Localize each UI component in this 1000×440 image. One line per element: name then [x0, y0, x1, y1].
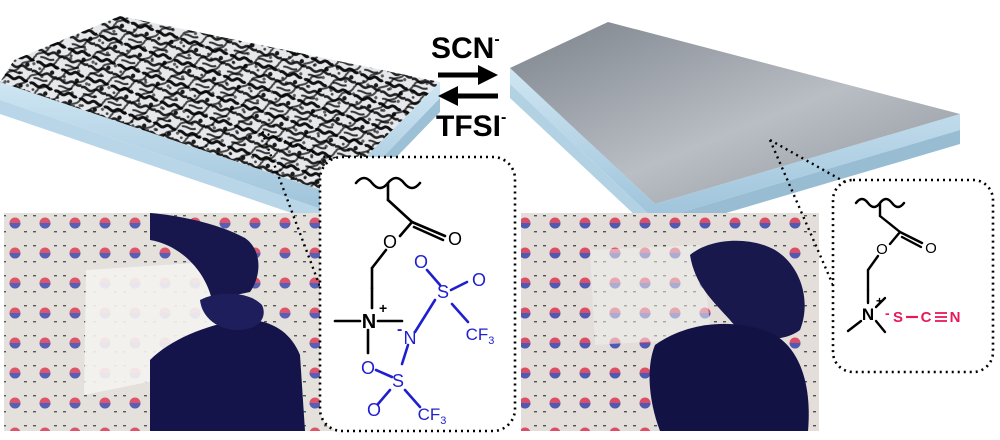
tfsi-cf3-bottom: CF3: [418, 405, 447, 427]
tfsi-carbonyl-oxygen: O: [448, 229, 462, 249]
scn-thiocyanate-sulfur: S: [893, 309, 903, 326]
porous-film: [0, 16, 440, 226]
callout-tfsi: O O N + S O O CF3 N - S O O CF3: [318, 155, 517, 433]
smooth-film: [510, 22, 960, 234]
porous-film-base: [0, 100, 330, 226]
photo-smooth-film: [521, 213, 819, 431]
tfsi-oxygen-bottom-left: O: [361, 358, 375, 378]
photo-porous-film: [4, 213, 334, 431]
smooth-film-side: [510, 68, 960, 220]
forward-ion-label: SCN-: [431, 31, 500, 65]
tfsi-sulfur-top: S: [437, 282, 449, 302]
forward-ion-name: SCN: [431, 32, 495, 65]
tfsi-ammonium-nitrogen: N: [362, 311, 376, 333]
glove-right-lower: [649, 323, 809, 431]
tfsi-cf3-top: CF3: [466, 325, 495, 347]
reverse-ion-charge: -: [501, 109, 507, 126]
scn-ester-oxygen: O: [876, 241, 888, 258]
scn-thiocyanate-nitrogen: N: [950, 309, 961, 326]
smooth-film-base-edge: [655, 130, 960, 234]
glove-right-upper: [690, 240, 805, 339]
forward-ion-charge: -: [494, 31, 500, 48]
reverse-ion-name: TFSI: [436, 110, 501, 143]
reverse-arrow-head: [438, 86, 458, 106]
reverse-ion-label: TFSI-: [436, 109, 507, 143]
tfsi-ester-oxygen: O: [383, 232, 397, 252]
tfsi-oxygen-bottom: O: [367, 400, 381, 420]
photo-right-film-sample: [590, 245, 712, 345]
callout-tfsi-frame: [318, 155, 517, 433]
tfsi-oxygen-top-right: O: [472, 270, 486, 290]
tfsi-oxygen-top-left: O: [414, 252, 428, 272]
callout-line-right-bottom: [768, 139, 835, 286]
scn-thiocyanate-charge: -: [885, 305, 890, 321]
tfsi-imide-nitrogen: N: [404, 328, 417, 348]
tfsi-ammonium-plus: +: [379, 300, 387, 316]
forward-arrow-head: [478, 65, 498, 85]
tfsi-sulfur-bottom: S: [392, 371, 404, 391]
callout-line-left-top: [261, 130, 334, 162]
glove-left-upper: [150, 213, 259, 300]
callout-scn: O O N + - S C N: [831, 178, 995, 374]
scn-ammonium-plus: +: [876, 294, 883, 308]
glove-left-lower: [150, 319, 305, 431]
callout-scn-frame: [831, 178, 995, 374]
exchange-arrows: [438, 65, 498, 106]
callout-line-left-bottom: [260, 131, 324, 293]
scn-thiocyanate-carbon: C: [921, 309, 932, 326]
scn-ammonium-nitrogen: N: [862, 305, 874, 324]
smooth-film-base: [510, 84, 655, 234]
callout-lines: [260, 130, 853, 293]
callout-line-right-top: [769, 138, 853, 188]
smooth-film-top: [510, 22, 960, 204]
porous-film-texture: [0, 16, 440, 193]
scn-carbonyl-oxygen: O: [925, 240, 937, 257]
scn-triple-bond: [935, 312, 947, 322]
tfsi-imide-charge: -: [397, 321, 402, 338]
